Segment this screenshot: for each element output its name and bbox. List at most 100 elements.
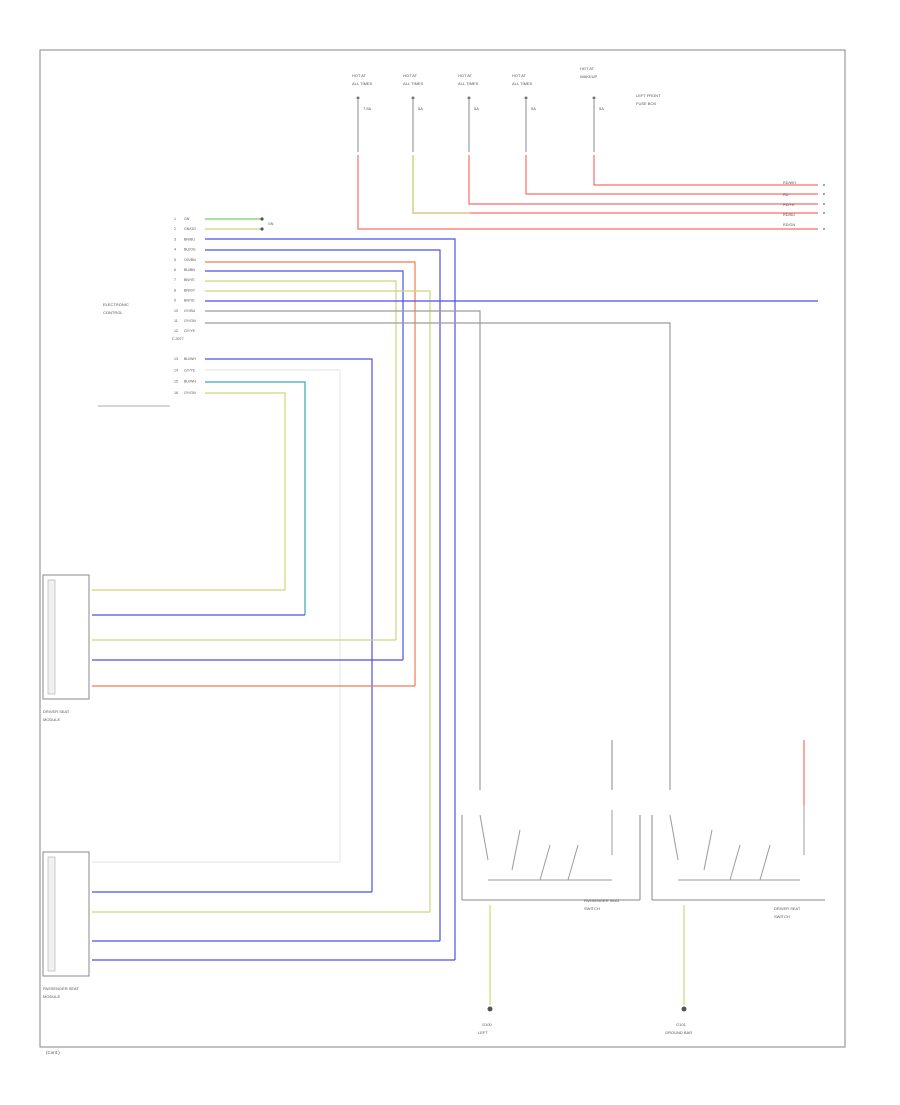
top-connector-wire-9: BN/YE bbox=[184, 299, 195, 303]
top-connector-wire-8: BN/GY bbox=[184, 288, 196, 292]
fuse-box-label: LEFT FRONT bbox=[636, 93, 661, 98]
fuse-5-label: HOT AT bbox=[580, 66, 595, 71]
fuse-2-label: HOT AT bbox=[403, 73, 418, 78]
fuse-1: HOT AT ALL TIMES 7.5A bbox=[352, 73, 373, 111]
fuse-5: HOT AT WAKEUP 5A bbox=[580, 66, 604, 111]
top-connector-pin-9: 9 bbox=[174, 299, 176, 303]
fuse-3: HOT AT ALL TIMES 5A bbox=[458, 73, 479, 111]
diagram-frame bbox=[39, 49, 846, 1048]
electronic-control-label: ELECTRONIC bbox=[103, 302, 129, 307]
fuse-3-terminal bbox=[467, 96, 471, 100]
mid-connector-pin-14: 14 bbox=[174, 368, 178, 372]
switch-area-lines bbox=[461, 640, 825, 901]
top-connector-pin-4: 4 bbox=[174, 248, 176, 252]
driver-seat-module-label: DRIVER SEAT bbox=[43, 709, 70, 714]
ground-label-2: G101 bbox=[676, 1022, 687, 1027]
right-edge-arrows bbox=[823, 184, 825, 230]
top-connector-wire-10: GY/BU bbox=[184, 309, 196, 313]
ground-wires bbox=[489, 905, 685, 1005]
passenger-switch-label-2: SWITCH bbox=[584, 906, 600, 911]
top-connector-wires bbox=[205, 218, 818, 960]
passenger-seat-module-box bbox=[42, 851, 90, 977]
top-connector-pin-2: 2 bbox=[174, 227, 176, 231]
passenger-seat-module-wires bbox=[92, 861, 455, 961]
mid-connector-pin-16: 16 bbox=[174, 391, 178, 395]
fuse-2: HOT AT ALL TIMES 5A bbox=[403, 73, 424, 111]
top-connector-pin-6: 6 bbox=[174, 268, 176, 272]
fuse-5-label-2: WAKEUP bbox=[580, 74, 598, 79]
fuse-4: HOT AT ALL TIMES 5A bbox=[512, 73, 536, 111]
passenger-seat-module-bar bbox=[47, 856, 56, 972]
mid-connector-wire-14: GY/YE bbox=[184, 368, 196, 372]
mid-connector-wire-15: BU/WH bbox=[184, 380, 196, 384]
fuse-4-label-2: ALL TIMES bbox=[512, 81, 533, 86]
driver-switch-label-2: SWITCH bbox=[774, 914, 790, 919]
fuse-1-label: HOT AT bbox=[352, 73, 367, 78]
top-connector-pin-5: 5 bbox=[174, 258, 176, 262]
top-connector-pin-1: 1 bbox=[174, 217, 176, 221]
driver-seat-module-wires bbox=[92, 589, 415, 687]
ground-symbols bbox=[487, 1006, 687, 1012]
electronic-control-label-2: CONTROL bbox=[103, 310, 123, 315]
top-connector-wire-1: GN bbox=[184, 217, 190, 221]
fuse-2-terminal bbox=[411, 96, 415, 100]
top-connector-pin-11: 11 bbox=[174, 319, 178, 323]
connector-cv-tag: C-0077 bbox=[172, 337, 184, 341]
top-connector-pin-3: 3 bbox=[174, 237, 176, 241]
top-connector-wire-5: OG/BN bbox=[184, 258, 196, 262]
driver-switch-contacts bbox=[669, 814, 800, 881]
top-connector-pin-12: 12 bbox=[174, 329, 178, 333]
top-connector-wire-6: BU/BN bbox=[184, 268, 195, 272]
top-connector-wire-3: BN/BU bbox=[184, 237, 195, 241]
top-connector-pin-8: 8 bbox=[174, 288, 176, 292]
right-wire-tag-2: RD bbox=[783, 193, 789, 197]
fuse-1-label-2: ALL TIMES bbox=[352, 81, 373, 86]
fuse-stubs bbox=[357, 100, 595, 152]
yellow-feed-wire bbox=[412, 155, 470, 214]
fuse-4-terminal bbox=[524, 96, 528, 100]
passenger-seat-module-label: PASSENGER SEAT bbox=[43, 986, 79, 991]
fuse-4-amps: 5A bbox=[531, 106, 536, 111]
fuse-3-label: HOT AT bbox=[458, 73, 473, 78]
driver-seat-module-label-2: MODULE bbox=[43, 717, 60, 722]
ground-label-1: G100 bbox=[482, 1022, 493, 1027]
top-connector-end-dots bbox=[260, 217, 264, 231]
fuse-5-amps: 5A bbox=[599, 106, 604, 111]
top-connector-wire-7: BN/YE bbox=[184, 278, 195, 282]
top-connector-pin-10: 10 bbox=[174, 309, 178, 313]
mid-connector-wire-13: BU/WH bbox=[184, 357, 196, 361]
ground-label-2-sub: GROUND BAR bbox=[665, 1030, 692, 1035]
passenger-seat-module-label-2: MODULE bbox=[43, 994, 60, 999]
fuse-1-terminal bbox=[356, 96, 360, 100]
fuse-1-amps: 7.5A bbox=[363, 106, 372, 111]
mid-connector-wire-16: GY/GN bbox=[184, 391, 196, 395]
driver-switch-label: DRIVER SEAT bbox=[774, 906, 801, 911]
page-continuation-label: (Cont.) bbox=[46, 1050, 60, 1055]
right-wire-tag-1: RD/WH bbox=[783, 181, 796, 185]
mid-connector-pin-15: 15 bbox=[174, 380, 178, 384]
fuse-3-amps: 5A bbox=[474, 106, 479, 111]
top-connector-pin-7: 7 bbox=[174, 278, 176, 282]
right-wire-tag-4: RD/BU bbox=[783, 213, 795, 217]
fuse-5-terminal bbox=[592, 96, 596, 100]
right-wire-tag-3: RD/YE bbox=[783, 203, 795, 207]
red-feed-wires bbox=[357, 155, 818, 230]
driver-seat-module-bar bbox=[47, 579, 56, 695]
right-wire-tags: RD/WH RD RD/YE RD/BU RD/GN bbox=[783, 181, 796, 227]
driver-seat-module-box bbox=[42, 574, 90, 700]
passenger-switch-contacts bbox=[479, 810, 613, 881]
fuse-2-amps: 5A bbox=[418, 106, 423, 111]
ground-label-1-sub: LEFT bbox=[478, 1030, 488, 1035]
top-connector-wire-11: GY/GN bbox=[184, 319, 196, 323]
top-connector-wire-4: BU/OG bbox=[184, 248, 196, 252]
top-connector-wire-12: GY/YE bbox=[184, 329, 196, 333]
right-wire-tag-5: RD/GN bbox=[783, 223, 795, 227]
fuse-box-label-2: FUSE BOX bbox=[636, 101, 657, 106]
fuse-4-label: HOT AT bbox=[512, 73, 527, 78]
passenger-switch-label: PASSENGER SEAT bbox=[584, 898, 620, 903]
top-connector-wire-2: GN/OG bbox=[184, 227, 196, 231]
